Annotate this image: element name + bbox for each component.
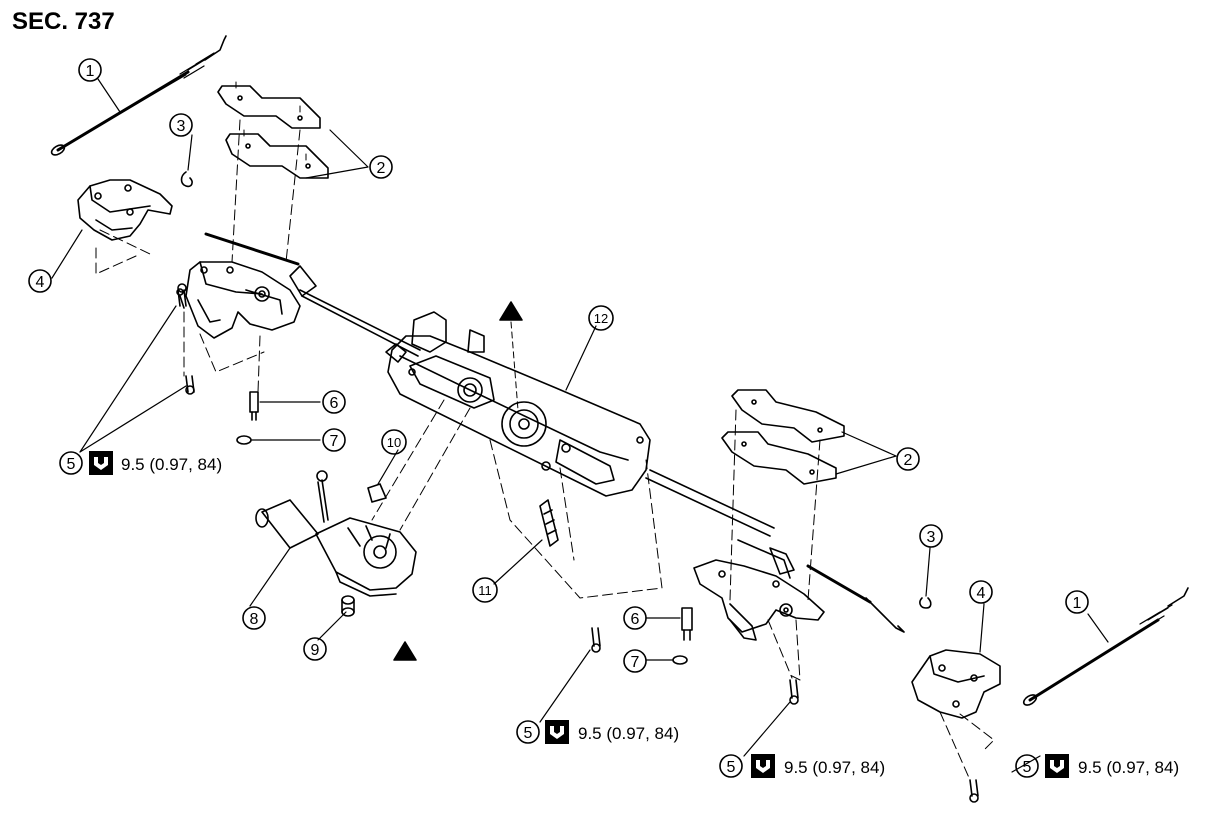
clip-10 [367, 483, 387, 503]
clip-left [180, 171, 193, 188]
leader-lines [51, 78, 1109, 773]
section-label: SEC. 737 [12, 8, 115, 35]
svg-text:3: 3 [927, 529, 936, 546]
callout-3a: 3 [169, 113, 193, 137]
bracket-right [911, 649, 1001, 719]
svg-text:8: 8 [250, 611, 259, 628]
cable-left [50, 35, 227, 156]
main-control-unit [385, 311, 651, 497]
motor-assembly [255, 499, 417, 597]
svg-text:5: 5 [1023, 759, 1032, 776]
callout-3b: 3 [919, 524, 943, 548]
svg-text:5: 5 [524, 725, 533, 742]
callout-12: 12 [588, 305, 614, 331]
actuator-assembly-left [176, 232, 317, 339]
callout-4b: 4 [969, 580, 993, 604]
torque-wrench-icon [1045, 754, 1069, 778]
callout-11: 11 [472, 577, 498, 603]
actuator-assembly-right [693, 539, 905, 641]
callout-5d: 5 [1015, 754, 1039, 778]
torque-spec-4: 9.5 (0.97, 84) [1078, 758, 1179, 777]
callout-2a: 2 [369, 155, 393, 179]
washer-right [672, 655, 688, 665]
callout-2b: 2 [896, 447, 920, 471]
stud-right [681, 607, 693, 641]
svg-text:2: 2 [377, 160, 386, 177]
cable-right [1022, 587, 1189, 706]
callout-4a: 4 [28, 269, 52, 293]
callout-9: 9 [303, 637, 327, 661]
callout-5b: 5 [516, 720, 540, 744]
svg-text:10: 10 [387, 435, 401, 450]
callout-8: 8 [242, 606, 266, 630]
mounting-plate-upper-left [217, 81, 329, 179]
svg-text:1: 1 [1073, 595, 1082, 612]
callout-5a: 5 [59, 451, 83, 475]
mounting-plate-upper-right [721, 389, 845, 485]
rod-left [299, 289, 421, 357]
washer-left [236, 435, 252, 445]
bushing-9 [341, 595, 355, 617]
svg-text:9: 9 [311, 642, 320, 659]
stud-left [249, 391, 259, 421]
svg-text:5: 5 [727, 759, 736, 776]
callout-1a: 1 [78, 58, 102, 82]
pin-11 [539, 499, 559, 547]
svg-text:7: 7 [330, 433, 339, 450]
callout-1b: 1 [1065, 590, 1089, 614]
alignment-lines [95, 119, 995, 781]
svg-text:6: 6 [631, 611, 640, 628]
svg-text:12: 12 [594, 311, 608, 326]
torque-wrench-icon [89, 451, 113, 475]
callout-7a: 7 [322, 428, 346, 452]
bracket-left [77, 179, 173, 241]
svg-text:5: 5 [67, 456, 76, 473]
apply-grease-triangle-icon [393, 301, 523, 661]
bolts [177, 283, 979, 803]
torque-wrench-icon [751, 754, 775, 778]
motor-bolt [316, 470, 329, 523]
svg-text:7: 7 [631, 654, 640, 671]
svg-text:4: 4 [36, 274, 45, 291]
svg-text:3: 3 [177, 118, 186, 135]
callout-6a: 6 [322, 390, 346, 414]
callout-7b: 7 [623, 649, 647, 673]
svg-text:1: 1 [86, 63, 95, 80]
torque-spec-3: 9.5 (0.97, 84) [784, 758, 885, 777]
svg-text:4: 4 [977, 585, 986, 602]
callout-6b: 6 [623, 606, 647, 630]
callout-5c: 5 [719, 754, 743, 778]
torque-wrench-icon [545, 720, 569, 744]
rod-right [645, 469, 775, 537]
svg-text:11: 11 [478, 583, 492, 598]
callout-10: 10 [381, 429, 407, 455]
torque-spec-1: 9.5 (0.97, 84) [121, 455, 222, 474]
svg-text:2: 2 [904, 452, 913, 469]
torque-spec-2: 9.5 (0.97, 84) [578, 724, 679, 743]
svg-text:6: 6 [330, 395, 339, 412]
clip-right [919, 597, 932, 609]
